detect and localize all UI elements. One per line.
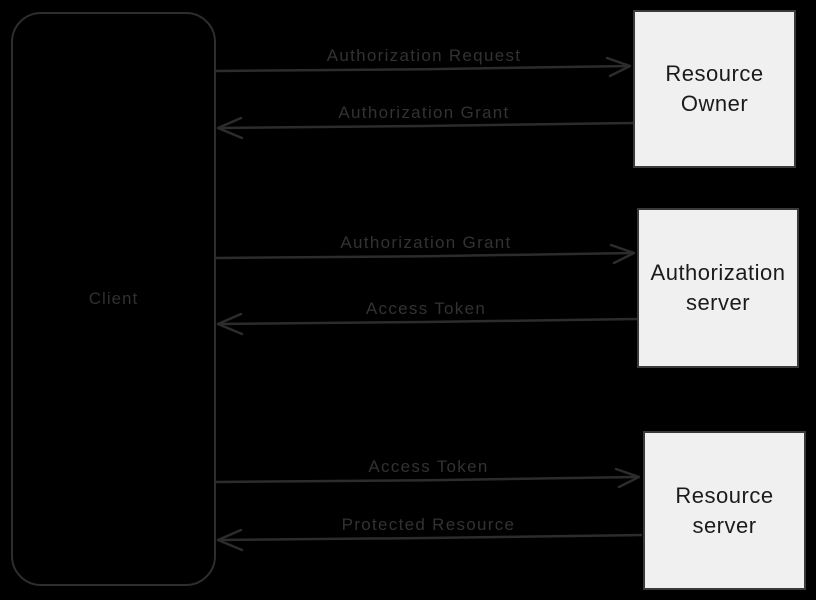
node-client: Client [11, 12, 216, 586]
node-client-label: Client [88, 289, 139, 308]
message-label-access-token-return: Access Token [365, 299, 487, 318]
arrow-authorization-request-right [215, 56, 632, 78]
node-resource-owner: Resource Owner [633, 10, 796, 168]
message-label-authorization-grant-send: Authorization Grant [340, 233, 512, 252]
message-label-authorization-request: Authorization Request [326, 46, 522, 65]
arrow-protected-resource-left [216, 528, 642, 552]
message-label-protected-resource: Protected Resource [341, 515, 516, 534]
arrow-access-token-right [215, 467, 641, 489]
node-resource-owner-label: Resource Owner [665, 61, 764, 116]
node-authorization-server: Authorization server [637, 208, 799, 368]
node-resource-server: Resource server [643, 431, 806, 590]
arrow-access-token-left [216, 312, 637, 336]
message-label-authorization-grant-return: Authorization Grant [338, 103, 510, 122]
node-authorization-server-label: Authorization server [650, 260, 786, 315]
arrow-authorization-grant-right [215, 243, 636, 265]
message-label-access-token-send: Access Token [368, 457, 489, 476]
node-resource-server-label: Resource server [675, 482, 774, 538]
arrow-authorization-grant-left [216, 116, 633, 140]
